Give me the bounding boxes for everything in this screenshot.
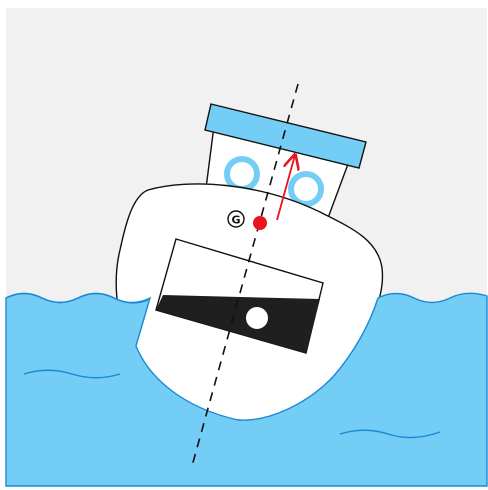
- buoyancy-point: [253, 216, 267, 230]
- gravity-marker: G: [228, 211, 244, 227]
- gravity-label: G: [231, 214, 240, 227]
- cargo-ball: [246, 307, 268, 329]
